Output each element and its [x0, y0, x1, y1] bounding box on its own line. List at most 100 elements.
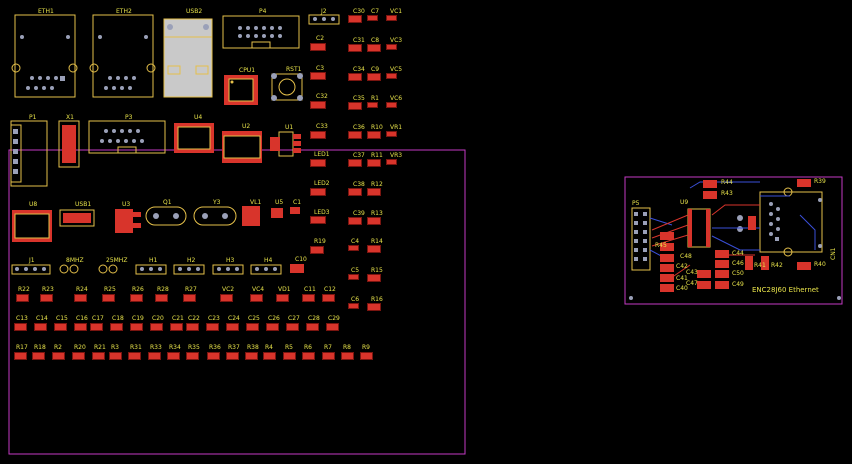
pad-c14[interactable]: [34, 323, 47, 331]
pad-led3[interactable]: [310, 216, 326, 224]
pad-r38[interactable]: [245, 352, 258, 360]
usb1-footprint[interactable]: [59, 209, 95, 227]
pad-r21[interactable]: [92, 352, 105, 360]
h4-footprint[interactable]: [250, 264, 282, 275]
pad-r33[interactable]: [148, 352, 161, 360]
pad-r36[interactable]: [207, 352, 220, 360]
pad-r8[interactable]: [341, 352, 354, 360]
pad-r24[interactable]: [74, 294, 87, 302]
pad-r10[interactable]: [367, 131, 381, 139]
pad-vr1[interactable]: [386, 131, 397, 137]
h3-footprint[interactable]: [212, 264, 244, 275]
pad-r35[interactable]: [186, 352, 199, 360]
cpu1-footprint[interactable]: [224, 75, 258, 105]
pad-c37[interactable]: [348, 159, 362, 167]
pad-c18[interactable]: [110, 323, 123, 331]
u8-footprint[interactable]: [12, 210, 52, 242]
pad-c8[interactable]: [367, 44, 381, 52]
pad-r11[interactable]: [367, 159, 381, 167]
pad-r18[interactable]: [32, 352, 45, 360]
pad-r6[interactable]: [302, 352, 315, 360]
pad-c5[interactable]: [348, 274, 359, 280]
pad-r4[interactable]: [263, 352, 276, 360]
pad-vc1[interactable]: [386, 15, 397, 21]
h1-footprint[interactable]: [135, 264, 167, 275]
pad-led1[interactable]: [310, 159, 326, 167]
p1-footprint[interactable]: [10, 120, 48, 187]
eth2-footprint[interactable]: [89, 14, 156, 98]
pad-c15[interactable]: [54, 323, 67, 331]
pad-r17[interactable]: [14, 352, 27, 360]
pad-r23[interactable]: [40, 294, 53, 302]
pad-c3[interactable]: [310, 72, 326, 80]
pad-c19[interactable]: [130, 323, 143, 331]
pad-c35[interactable]: [348, 102, 362, 110]
pad-led2[interactable]: [310, 188, 326, 196]
p3-footprint[interactable]: [88, 120, 166, 154]
pad-vc4[interactable]: [250, 294, 263, 302]
pad-c13[interactable]: [14, 323, 27, 331]
pad-r34[interactable]: [167, 352, 180, 360]
pad-r20[interactable]: [72, 352, 85, 360]
pad-c32[interactable]: [310, 101, 326, 109]
u4-footprint[interactable]: [174, 123, 214, 153]
pad-c4[interactable]: [348, 245, 359, 251]
j2-footprint[interactable]: [308, 14, 340, 25]
pad-r28[interactable]: [155, 294, 168, 302]
pad-vc3[interactable]: [386, 44, 397, 50]
eth1-footprint[interactable]: [11, 14, 78, 98]
pad-c17[interactable]: [90, 323, 103, 331]
pad-r15[interactable]: [367, 274, 381, 282]
pad-r12[interactable]: [367, 188, 381, 196]
pad-c24[interactable]: [226, 323, 239, 331]
u2-footprint[interactable]: [222, 131, 262, 163]
pad-c2[interactable]: [310, 43, 326, 51]
pad-c6[interactable]: [348, 303, 359, 309]
pad-vc2[interactable]: [220, 294, 233, 302]
pad-c36[interactable]: [348, 131, 362, 139]
p4-footprint[interactable]: [222, 15, 300, 49]
pad-c29[interactable]: [326, 323, 339, 331]
pad-c16[interactable]: [74, 323, 87, 331]
pad-c7[interactable]: [367, 15, 378, 21]
pad-vc5[interactable]: [386, 73, 397, 79]
pad-r22[interactable]: [16, 294, 29, 302]
pad-c26[interactable]: [266, 323, 279, 331]
pad-c23[interactable]: [206, 323, 219, 331]
8mhz-footprint[interactable]: [59, 264, 79, 274]
25mhz-footprint[interactable]: [98, 264, 118, 274]
pad-c39[interactable]: [348, 217, 362, 225]
pad-r5[interactable]: [283, 352, 296, 360]
q1-footprint[interactable]: [145, 206, 187, 226]
pad-c27[interactable]: [286, 323, 299, 331]
pad-c28[interactable]: [306, 323, 319, 331]
pad-r9[interactable]: [360, 352, 373, 360]
pad-c31[interactable]: [348, 44, 362, 52]
pad-r31[interactable]: [128, 352, 141, 360]
pad-c25[interactable]: [246, 323, 259, 331]
pad-r25[interactable]: [102, 294, 115, 302]
pad-c9[interactable]: [367, 73, 381, 81]
pad-c12[interactable]: [322, 294, 335, 302]
j1-footprint[interactable]: [11, 264, 51, 275]
pad-c33[interactable]: [310, 131, 326, 139]
pad-r7[interactable]: [322, 352, 335, 360]
pad-c20[interactable]: [150, 323, 163, 331]
h2-footprint[interactable]: [173, 264, 205, 275]
pad-r14[interactable]: [367, 245, 381, 253]
pad-r2[interactable]: [52, 352, 65, 360]
pad-c30[interactable]: [348, 15, 362, 23]
pad-c34[interactable]: [348, 73, 362, 81]
y3-footprint[interactable]: [193, 206, 237, 226]
vl1-footprint[interactable]: [242, 206, 260, 226]
pad-c21[interactable]: [170, 323, 183, 331]
pad-r26[interactable]: [130, 294, 143, 302]
pad-c22[interactable]: [186, 323, 199, 331]
pad-r16[interactable]: [367, 303, 381, 311]
pad-r3[interactable]: [109, 352, 122, 360]
pad-r13[interactable]: [367, 217, 381, 225]
u5-footprint[interactable]: [271, 208, 283, 218]
pad-vc6[interactable]: [386, 102, 397, 108]
u1-footprint[interactable]: [270, 131, 301, 157]
pad-c11[interactable]: [302, 294, 315, 302]
